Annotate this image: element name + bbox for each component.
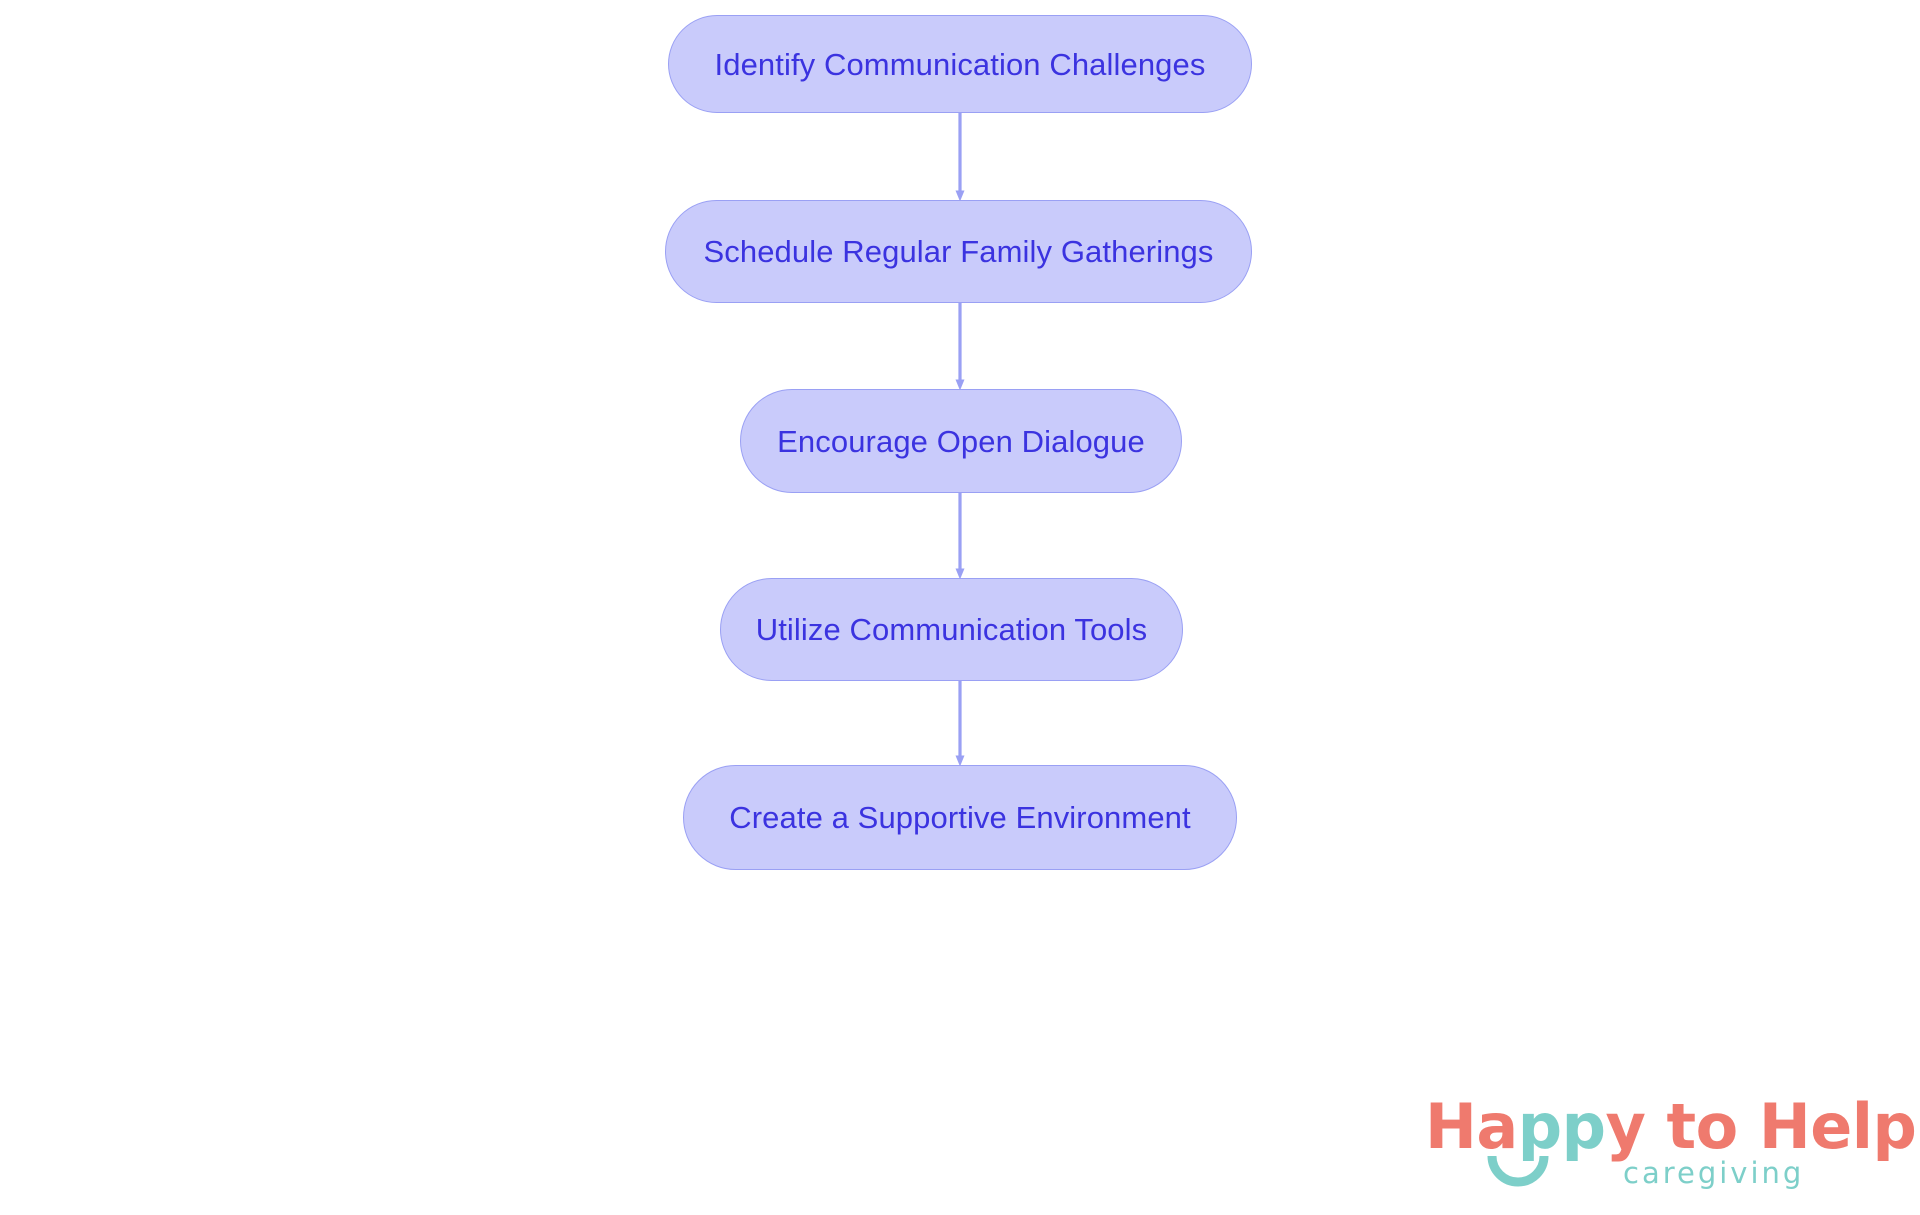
flow-node-create-a-supportive-environment[interactable]: Create a Supportive Environment [683,765,1237,870]
flow-node-identify-communication-challenges[interactable]: Identify Communication Challenges [668,15,1252,113]
flow-node-label: Utilize Communication Tools [755,612,1148,647]
flow-node-utilize-communication-tools[interactable]: Utilize Communication Tools [720,578,1183,681]
flow-node-label: Schedule Regular Family Gatherings [703,234,1214,269]
flow-node-label: Create a Supportive Environment [729,800,1191,835]
brand-logo: Happy to Help caregiving [1425,1096,1917,1206]
flow-node-label: Identify Communication Challenges [714,46,1206,82]
logo-wordmark: Happy to Help [1425,1096,1917,1158]
logo-tagline: caregiving [1623,1156,1805,1190]
logo-word-part-2: pp [1517,1090,1606,1163]
flow-node-encourage-open-dialogue[interactable]: Encourage Open Dialogue [740,389,1182,493]
smile-icon [1487,1155,1549,1187]
flow-node-schedule-regular-family-gatherings[interactable]: Schedule Regular Family Gatherings [665,200,1252,303]
logo-word-part-3: y to Help [1605,1090,1917,1163]
flow-node-label: Encourage Open Dialogue [777,423,1145,459]
logo-word-part-1: Ha [1425,1090,1518,1163]
